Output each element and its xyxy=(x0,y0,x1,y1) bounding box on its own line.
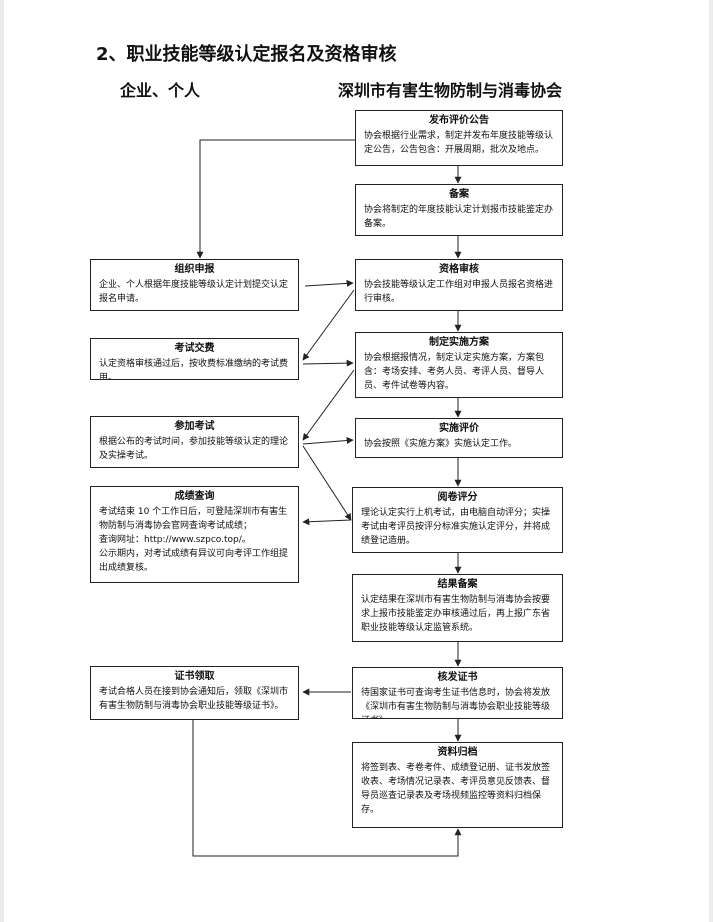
arrow-publish-to-apply xyxy=(196,139,355,259)
arrow-grading-to-query xyxy=(302,518,352,526)
box-implement-body: 协会按照《实施方案》实施认定工作。 xyxy=(364,439,518,449)
arrow-plan-to-attend xyxy=(302,369,355,441)
column-heading-right: 深圳市有害生物防制与消毒协会 xyxy=(338,81,563,100)
box-grading-body: 理论认定实行上机考试，由电脑自动评分；实操考试由考评员按评分标准实施认定评分，并… xyxy=(361,508,551,546)
box-issue-cert: 核发证书 待国家证书可查询考生证书信息时，协会将发放《深圳市有害生物防制与消毒协… xyxy=(352,667,563,719)
box-publish-title: 发布评价公告 xyxy=(429,115,489,126)
box-issue-cert-body: 待国家证书可查询考生证书信息时，协会将发放《深圳市有害生物防制与消毒协会职业技能… xyxy=(361,688,551,718)
box-archive-body: 将签到表、考卷考件、成绩登记册、证书发放签收表、考场情况记录表、考评员意见反馈表… xyxy=(361,763,551,815)
arrow-qualify-to-fee xyxy=(302,289,355,361)
box-result-filing-body: 认定结果在深圳市有害生物防制与消毒协会按要求上报市技能鉴定办审核通过后，再上报广… xyxy=(361,595,551,633)
page-edge-right xyxy=(709,0,713,922)
box-result-filing-title: 结果备案 xyxy=(437,579,478,590)
page-edge-left xyxy=(0,0,4,922)
box-publish-body: 协会根据行业需求，制定并发布年度技能等级认定公告，公告包含：开展周期，批次及地点… xyxy=(364,131,554,155)
arrow-attend-to-grading xyxy=(302,445,352,521)
box-collect-body: 考试合格人员在接到协会通知后，领取《深圳市有害生物防制与消毒协会职业技能等级证书… xyxy=(99,687,289,711)
box-grading-title: 阅卷评分 xyxy=(437,492,478,503)
box-query-line-1: 考试结束 10 个工作日后，可登陆深圳市有害生物防制与消毒协会官网查询考试成绩； xyxy=(99,507,288,531)
box-qualify-body: 协会技能等级认定工作组对申报人员报名资格进行审核。 xyxy=(364,280,554,304)
box-archive-title: 资料归档 xyxy=(437,747,478,758)
box-publish: 发布评价公告 协会根据行业需求，制定并发布年度技能等级认定公告，公告包含：开展周… xyxy=(355,110,563,166)
box-fee-body: 认定资格审核通过后，按收费标准缴纳的考试费用。 xyxy=(99,359,289,380)
box-attend-body: 根据公布的考试时间，参加技能等级认定的理论及实操考试。 xyxy=(99,437,289,461)
box-implement-title: 实施评价 xyxy=(439,423,479,434)
box-attend: 参加考试 根据公布的考试时间，参加技能等级认定的理论及实操考试。 xyxy=(90,416,299,468)
box-query-line-3: 公示期内，对考试成绩有异议可向考评工作组提出成绩复核。 xyxy=(99,549,289,573)
page-title: 2、职业技能等级认定报名及资格审核 xyxy=(96,44,397,65)
box-apply-title: 组织申报 xyxy=(174,264,215,275)
arrow-attend-to-implement xyxy=(302,437,354,445)
box-fee: 考试交费 认定资格审核通过后，按收费标准缴纳的考试费用。 xyxy=(90,338,299,380)
box-filing-body: 协会将制定的年度技能认定计划报市技能鉴定办备案。 xyxy=(364,205,554,229)
box-issue-cert-title: 核发证书 xyxy=(437,672,478,683)
box-query: 成绩查询 考试结束 10 个工作日后，可登陆深圳市有害生物防制与消毒协会官网查询… xyxy=(90,486,299,583)
box-apply-body: 企业、个人根据年度技能等级认定计划提交认定报名申请。 xyxy=(99,280,289,304)
box-attend-title: 参加考试 xyxy=(174,421,215,432)
box-fee-title: 考试交费 xyxy=(174,343,215,354)
box-result-filing: 结果备案 认定结果在深圳市有害生物防制与消毒协会按要求上报市技能鉴定办审核通过后… xyxy=(352,574,563,642)
arrow-fee-to-plan xyxy=(302,359,354,367)
box-plan-title: 制定实施方案 xyxy=(429,337,489,348)
box-implement: 实施评价 协会按照《实施方案》实施认定工作。 xyxy=(355,418,563,458)
box-archive: 资料归档 将签到表、考卷考件、成绩登记册、证书发放签收表、考场情况记录表、考评员… xyxy=(352,742,563,828)
box-apply: 组织申报 企业、个人根据年度技能等级认定计划提交认定报名申请。 xyxy=(90,259,299,311)
box-filing: 备案 协会将制定的年度技能认定计划报市技能鉴定办备案。 xyxy=(355,184,563,236)
column-heading-left: 企业、个人 xyxy=(120,81,201,100)
arrow-apply-to-qualify xyxy=(304,279,354,287)
box-grading: 阅卷评分 理论认定实行上机考试，由电脑自动评分；实操考试由考评员按评分标准实施认… xyxy=(352,487,563,553)
box-query-line-2: 查询网址：http://www.szpco.top/。 xyxy=(99,535,251,545)
box-filing-title: 备案 xyxy=(449,189,469,200)
box-plan-body: 协会根据报情况，制定认定实施方案，方案包含：考场安排、考务人员、考评人员、督导人… xyxy=(364,353,545,391)
box-qualify-title: 资格审核 xyxy=(439,264,479,275)
box-collect-title: 证书领取 xyxy=(174,671,215,682)
box-plan: 制定实施方案 协会根据报情况，制定认定实施方案，方案包含：考场安排、考务人员、考… xyxy=(355,332,563,398)
box-collect: 证书领取 考试合格人员在接到协会通知后，领取《深圳市有害生物防制与消毒协会职业技… xyxy=(90,666,299,720)
box-qualify: 资格审核 协会技能等级认定工作组对申报人员报名资格进行审核。 xyxy=(355,259,563,311)
box-query-title: 成绩查询 xyxy=(174,491,215,502)
